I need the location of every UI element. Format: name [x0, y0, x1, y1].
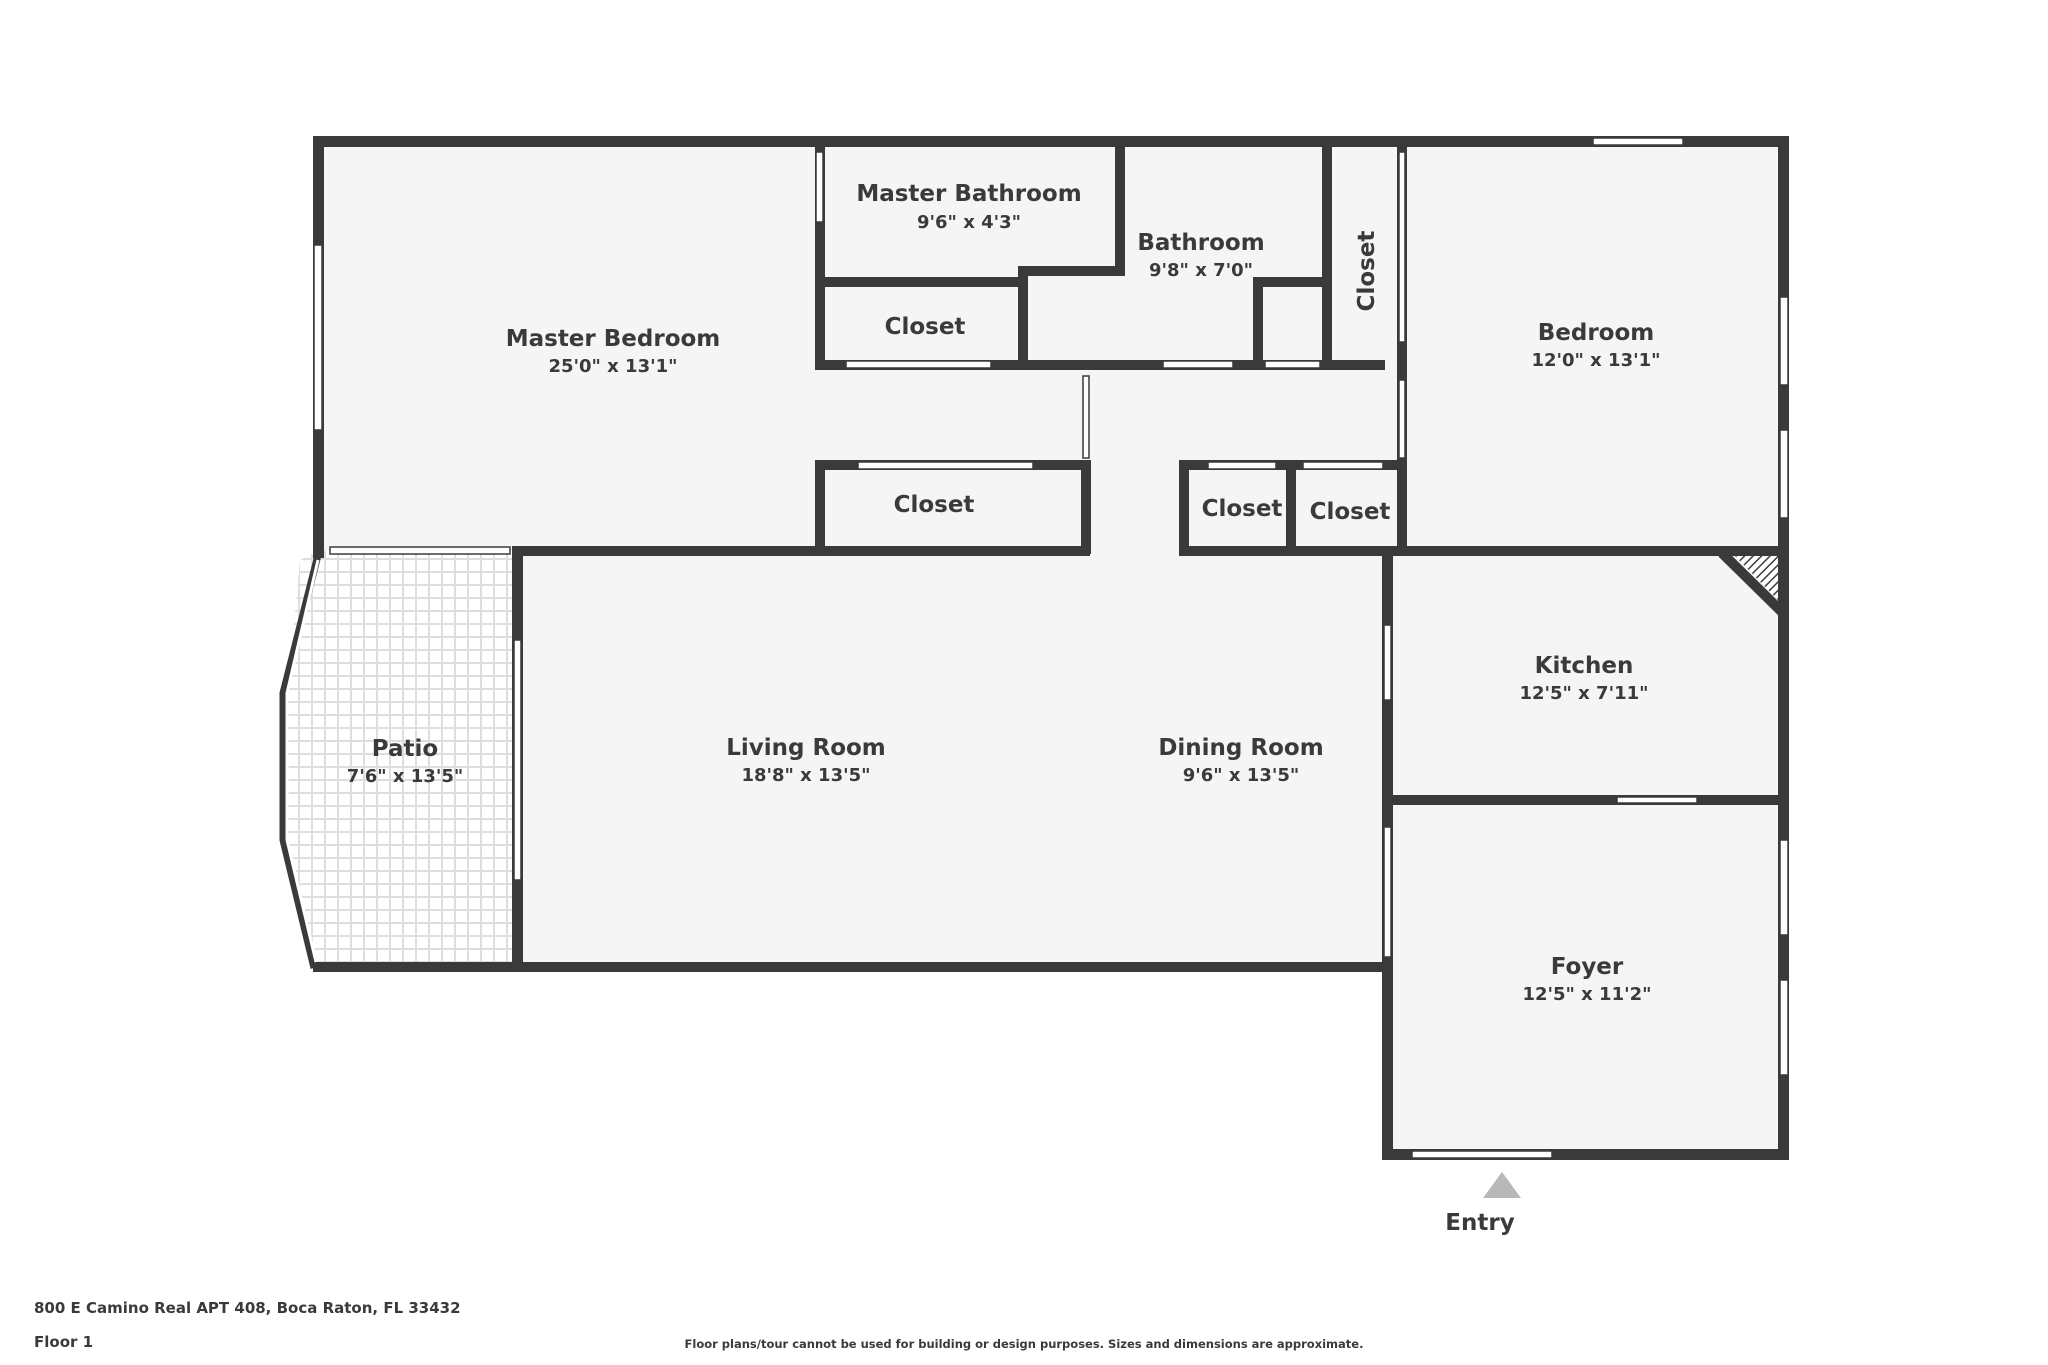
- door-bath: [1162, 360, 1234, 369]
- patio-bay-glass: [285, 559, 320, 963]
- window-bedroom-right-2: [1779, 429, 1789, 519]
- wall-master-living: [512, 546, 1090, 556]
- window-bedroom-top: [1592, 137, 1684, 146]
- closet-vertical-label: Closet: [1354, 231, 1380, 312]
- foyer-name: Foyer: [1551, 954, 1624, 980]
- closet-lower-left-label: Closet: [894, 492, 975, 518]
- outer-wall-foyer-bottom: [1382, 1149, 1789, 1160]
- wall-closets-living: [1179, 546, 1783, 556]
- closet-mid-right-label: Closet: [1310, 499, 1391, 525]
- master-bedroom-dims: 25'0" x 13'1": [548, 356, 677, 377]
- door-patio-living: [513, 639, 522, 881]
- wall-bath-step: [1018, 266, 1125, 276]
- door-upper-closet: [845, 360, 992, 369]
- dining-room-name: Dining Room: [1158, 735, 1323, 761]
- patio-floor: [287, 551, 515, 965]
- wall-mid-closets-left: [1179, 460, 1189, 554]
- wall-lower-closet-right: [1081, 460, 1091, 554]
- wall-upper-closet-bottom: [815, 360, 1385, 370]
- patio-name: Patio: [372, 736, 438, 762]
- living-room-dims: 18'8" x 13'5": [741, 765, 870, 786]
- window-master-left: [313, 244, 323, 431]
- door-kitchen-foyer: [1616, 796, 1698, 804]
- bathroom-dims: 9'8" x 7'0": [1149, 260, 1253, 281]
- wall-bath-box-top: [1253, 277, 1331, 287]
- entry-arrow-icon: [1483, 1172, 1521, 1198]
- master-bathroom-name: Master Bathroom: [856, 181, 1081, 207]
- wall-master-bath-right: [1115, 136, 1125, 276]
- floor-areas: [287, 143, 1782, 1157]
- wall-kitchen-dining: [1382, 551, 1393, 971]
- entry-label: Entry: [1445, 1210, 1514, 1236]
- disclaimer: Floor plans/tour cannot be used for buil…: [684, 1337, 1364, 1351]
- wall-vertical-closet-right: [1397, 136, 1407, 556]
- door-bedroom: [1398, 379, 1406, 459]
- door-vertical-closet: [1398, 151, 1406, 343]
- wall-bath-box-left: [1253, 277, 1263, 370]
- wall-closet-right: [1018, 266, 1028, 370]
- patio-bay: [279, 554, 322, 969]
- foyer-dims: 12'5" x 11'2": [1522, 984, 1651, 1005]
- wall-master-bath-left: [815, 136, 825, 370]
- door-bath-box: [1264, 360, 1321, 369]
- floor-label: Floor 1: [34, 1333, 94, 1351]
- door-master-bath: [815, 151, 824, 223]
- outer-wall-right: [1778, 136, 1789, 1160]
- master-bedroom-name: Master Bedroom: [506, 326, 721, 352]
- wall-bath-right: [1322, 136, 1332, 370]
- window-foyer-right-2: [1779, 979, 1789, 1076]
- door-patio: [329, 546, 511, 555]
- dining-room-dims: 9'6" x 13'5": [1183, 765, 1300, 786]
- outer-wall-living-bottom: [313, 962, 1393, 972]
- outer-wall-foyer-left: [1382, 962, 1393, 1160]
- wall-master-bath-bottom: [815, 277, 1025, 287]
- bedroom-dims: 12'0" x 13'1": [1531, 350, 1660, 371]
- kitchen-dims: 12'5" x 7'11": [1519, 683, 1648, 704]
- door-dining-foyer: [1383, 826, 1392, 958]
- window-bedroom-right-1: [1779, 296, 1789, 386]
- openings: [313, 137, 1789, 1159]
- door-entry: [1411, 1150, 1553, 1159]
- living-room-name: Living Room: [726, 735, 886, 761]
- master-bathroom-dims: 9'6" x 4'3": [917, 212, 1021, 233]
- bathroom-name: Bathroom: [1137, 230, 1264, 256]
- door-mid-closet-2: [1302, 461, 1384, 470]
- kitchen-diagonal-wall: [1718, 549, 1786, 616]
- outer-wall-top: [313, 136, 1789, 147]
- patio-dims: 7'6" x 13'5": [347, 766, 464, 787]
- patio-bay-wall: [279, 554, 322, 969]
- door-lower-closet: [857, 461, 1034, 470]
- door-master-hall: [1082, 375, 1090, 459]
- interior-floor-top: [320, 143, 1782, 551]
- door-mid-closet-1: [1207, 461, 1277, 470]
- closet-upper-left-label: Closet: [885, 314, 966, 340]
- wall-kitchen-foyer: [1388, 795, 1782, 805]
- window-foyer-right-1: [1779, 839, 1789, 936]
- foyer-floor: [1388, 808, 1782, 1157]
- bedroom-name: Bedroom: [1538, 320, 1655, 346]
- room-labels: Master Bedroom 25'0" x 13'1" Master Bath…: [347, 181, 1661, 1236]
- wall-lower-closet-left: [815, 460, 825, 554]
- closet-mid-left-label: Closet: [1202, 496, 1283, 522]
- door-kitchen-dining: [1383, 624, 1392, 701]
- wall-mid-closets-divider: [1286, 460, 1296, 554]
- kitchen-hatch: [1735, 556, 1778, 600]
- kitchen-name: Kitchen: [1535, 653, 1634, 679]
- address: 800 E Camino Real APT 408, Boca Raton, F…: [34, 1299, 461, 1317]
